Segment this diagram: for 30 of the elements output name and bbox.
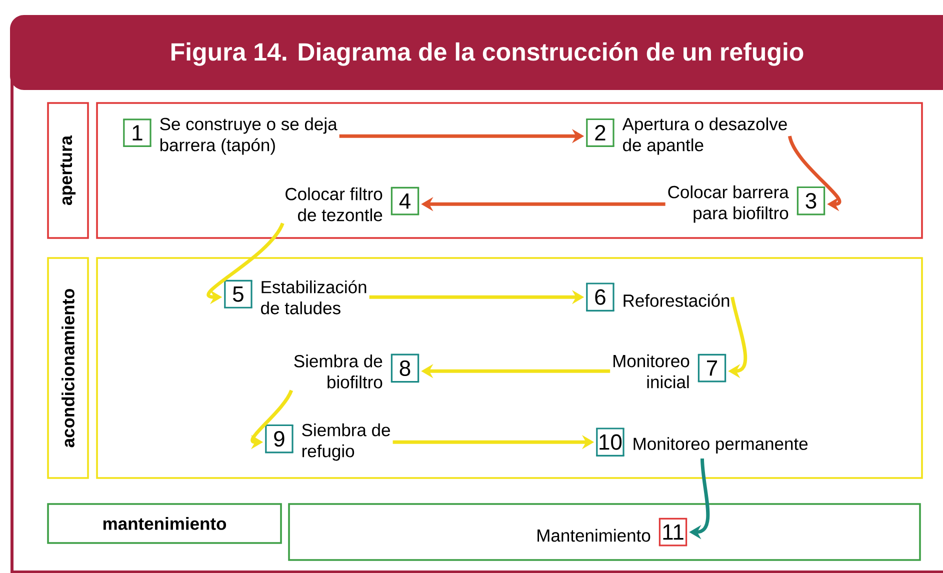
step-number: 11 xyxy=(658,518,688,546)
step-number: 10 xyxy=(596,428,624,456)
section-frame xyxy=(96,257,923,479)
step-text: Reforestación xyxy=(624,294,730,307)
step-number: 8 xyxy=(390,354,420,383)
section-label: mantenimiento xyxy=(47,503,282,544)
section-frame xyxy=(96,102,923,239)
arrow xyxy=(788,136,842,212)
step-text: Apertura o desazolve de apantle xyxy=(622,117,787,155)
section-label: acondicionamiento xyxy=(47,257,89,479)
step-number: 7 xyxy=(698,354,726,382)
section-label: apertura xyxy=(47,102,89,239)
section-frame xyxy=(288,503,921,561)
step-text: Monitoreo inicial xyxy=(614,354,690,388)
step-text: Siembra de biofiltro xyxy=(294,354,382,388)
step-text: Colocar filtro de tezontle xyxy=(286,187,382,222)
step-text: Mantenimiento xyxy=(538,528,650,542)
step-number: 2 xyxy=(586,118,614,148)
title-banner: Figura 14. Diagrama de la construcción de un refugio xyxy=(10,15,943,90)
step-number: 4 xyxy=(390,186,420,216)
step-number: 3 xyxy=(796,186,826,216)
step-number: 5 xyxy=(224,280,252,308)
step-text: Monitoreo permanente xyxy=(634,437,808,454)
step-number: 9 xyxy=(265,424,294,454)
step-number: 1 xyxy=(123,118,152,148)
step-text: Siembra de refugio xyxy=(302,423,390,461)
step-number: 6 xyxy=(586,282,614,312)
step-text: Se construye o se deja barrera (tapón) xyxy=(160,117,338,155)
step-text: Colocar barrera para biofiltro xyxy=(668,185,789,223)
step-text: Estabilización de taludes xyxy=(261,280,366,314)
